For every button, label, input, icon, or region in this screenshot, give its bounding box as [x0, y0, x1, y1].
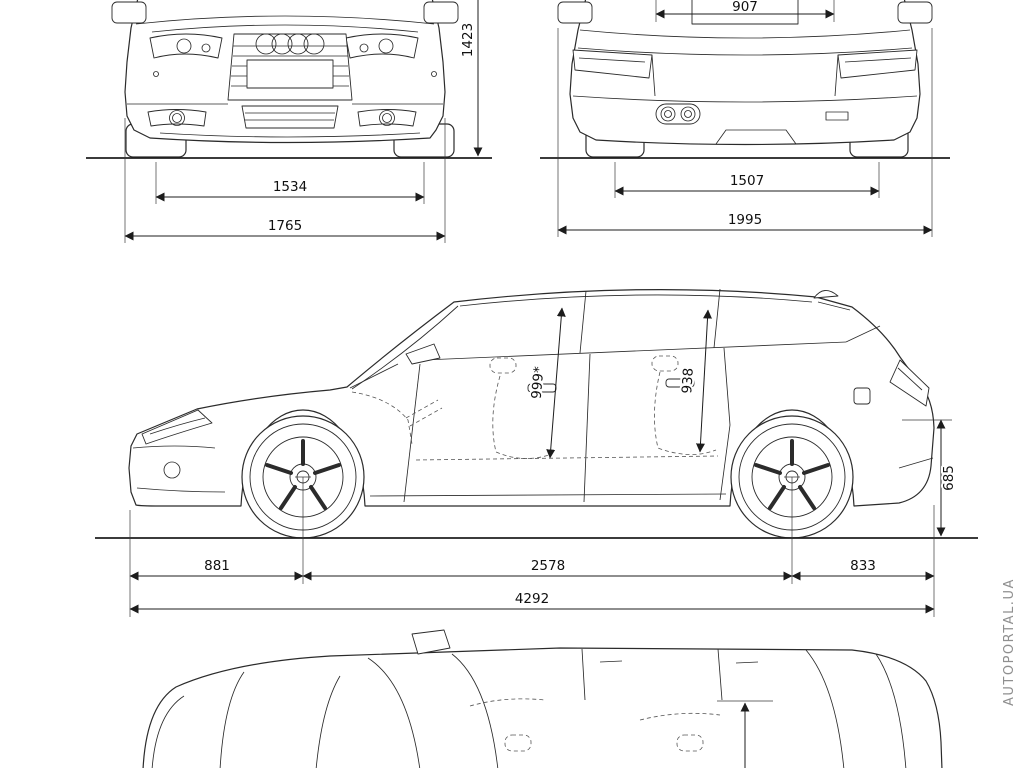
taillight-right [837, 49, 918, 79]
top-body-outline [142, 647, 943, 768]
fog-light-right [379, 110, 395, 126]
top-rear-headrest [676, 734, 704, 752]
side-interior-ghost [351, 355, 719, 461]
dim-label-front-width: 1765 [268, 218, 302, 234]
side-dim-rear-height: 685 [902, 419, 959, 537]
audi-rings-icon [255, 33, 325, 55]
front-dim-height: 1423 [458, 0, 483, 157]
dim-label-rear-track: 1507 [730, 173, 764, 189]
top-view [142, 629, 943, 768]
dim-label-overall-height: 1423 [460, 23, 476, 57]
intake-left [147, 109, 207, 127]
door-handle-rear [665, 378, 695, 388]
side-fog-light [163, 461, 181, 479]
dim-label-rear-width: 1995 [728, 212, 762, 228]
rear-dim-track: 1507 [614, 162, 880, 198]
front-view: 1423 1534 1765 [86, 0, 492, 243]
taillight-left [572, 49, 653, 79]
intake-right [357, 109, 417, 127]
exhaust-housing [655, 103, 701, 125]
top-dim-partial [717, 700, 773, 768]
diffuser [715, 129, 797, 145]
top-mirror [411, 629, 451, 655]
front-right-mirror [423, 1, 459, 24]
rear-dim-upper-width: 907 [655, 0, 835, 22]
side-dim-front-headroom: 999* [527, 307, 566, 459]
fog-light-left [169, 110, 185, 126]
dim-label-rear-loading-height: 685 [941, 465, 957, 491]
side-taillight [889, 359, 930, 407]
antenna-fin [813, 290, 839, 299]
headlight-left [149, 33, 223, 59]
rear-right-mirror [897, 1, 933, 24]
fuel-door [853, 387, 871, 405]
rear-view: 907 1507 1995 [540, 0, 950, 237]
dim-label-front-headroom: 999* [529, 366, 548, 400]
front-seat [492, 375, 553, 459]
dim-label-rear-overhang: 833 [850, 558, 876, 574]
top-front-headrest [504, 734, 532, 752]
dim-label-rear-upper-width: 907 [732, 0, 758, 15]
rear-view-details [572, 0, 918, 145]
dim-label-overall-length: 4292 [515, 591, 549, 607]
watermark: AUTOPORTAL.UA [1002, 578, 1017, 706]
rear-seat [654, 371, 717, 455]
rear-wheel-spokes [754, 439, 830, 510]
front-dim-width: 1765 [124, 118, 446, 243]
top-view-details [151, 629, 907, 768]
front-headrest [489, 357, 517, 374]
side-view: 999* 938 685 881 2578 833 4292 [95, 288, 978, 617]
rear-dim-width: 1995 [557, 28, 933, 237]
side-view-details [132, 288, 934, 503]
center-intake [241, 105, 339, 129]
side-mirror [405, 343, 441, 365]
exhaust-pipe-left [660, 106, 676, 122]
side-dim-rear-headroom: 938 [677, 309, 713, 453]
dim-label-front-track: 1534 [273, 179, 307, 195]
front-left-mirror [111, 1, 147, 24]
dim-label-rear-headroom: 938 [679, 367, 697, 394]
headlight-right [345, 33, 419, 59]
front-view-details [127, 15, 443, 138]
front-wheel-spokes [265, 439, 341, 510]
dim-label-wheelbase: 2578 [531, 558, 565, 574]
reflector [825, 111, 849, 121]
dim-label-front-overhang: 881 [204, 558, 230, 574]
exhaust-pipe-right [680, 106, 696, 122]
front-dim-track: 1534 [155, 162, 425, 204]
side-dim-bottom: 881 2578 833 4292 [129, 476, 935, 617]
rear-headrest [651, 355, 679, 372]
side-headlight [141, 409, 213, 445]
rear-left-mirror [557, 1, 593, 24]
license-plate [246, 59, 334, 89]
